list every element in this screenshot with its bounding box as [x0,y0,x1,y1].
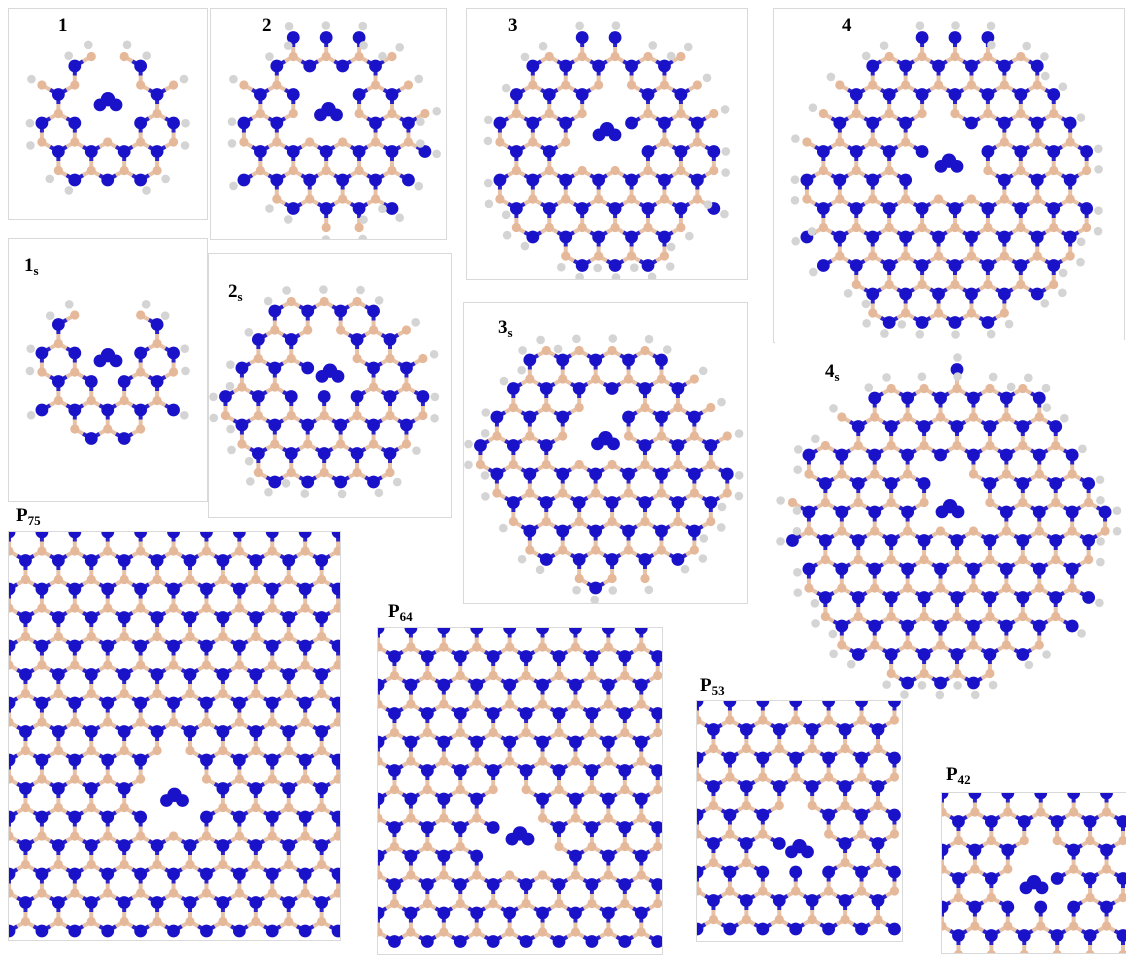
label-p75: P75 [16,506,41,527]
panel-3 [466,8,748,280]
molecule-2s [209,254,451,517]
molecule-2 [211,9,446,239]
molecule-4s [776,341,1124,701]
label-1s: 1s [24,256,39,277]
panel-2 [210,8,447,240]
label-p64: P64 [388,602,413,623]
panel-2s [208,253,452,518]
lattice-p64 [378,628,662,954]
label-3s: 3s [498,318,513,339]
label-2s: 2s [228,282,243,303]
lattice-p75 [9,532,340,940]
label-4: 4 [842,16,852,37]
molecule-1s [9,239,207,501]
label-p42: P42 [946,765,971,786]
panel-p64 [377,627,663,955]
panel-3s [463,302,748,604]
panel-p75 [8,531,341,941]
label-3: 3 [508,16,518,37]
molecule-4 [774,9,1124,342]
panel-1 [8,8,208,220]
label-p53: P53 [700,676,725,697]
panel-4 [773,8,1125,343]
panel-p42 [941,792,1126,954]
label-1: 1 [58,16,68,37]
molecule-3s [464,303,747,603]
lattice-p53 [697,701,902,941]
molecule-1 [9,9,207,219]
lattice-p42 [942,793,1126,953]
panel-p53 [696,700,903,942]
panel-4s [775,340,1125,702]
label-4s: 4s [825,362,840,383]
molecule-3 [467,9,747,279]
label-2: 2 [262,16,272,37]
